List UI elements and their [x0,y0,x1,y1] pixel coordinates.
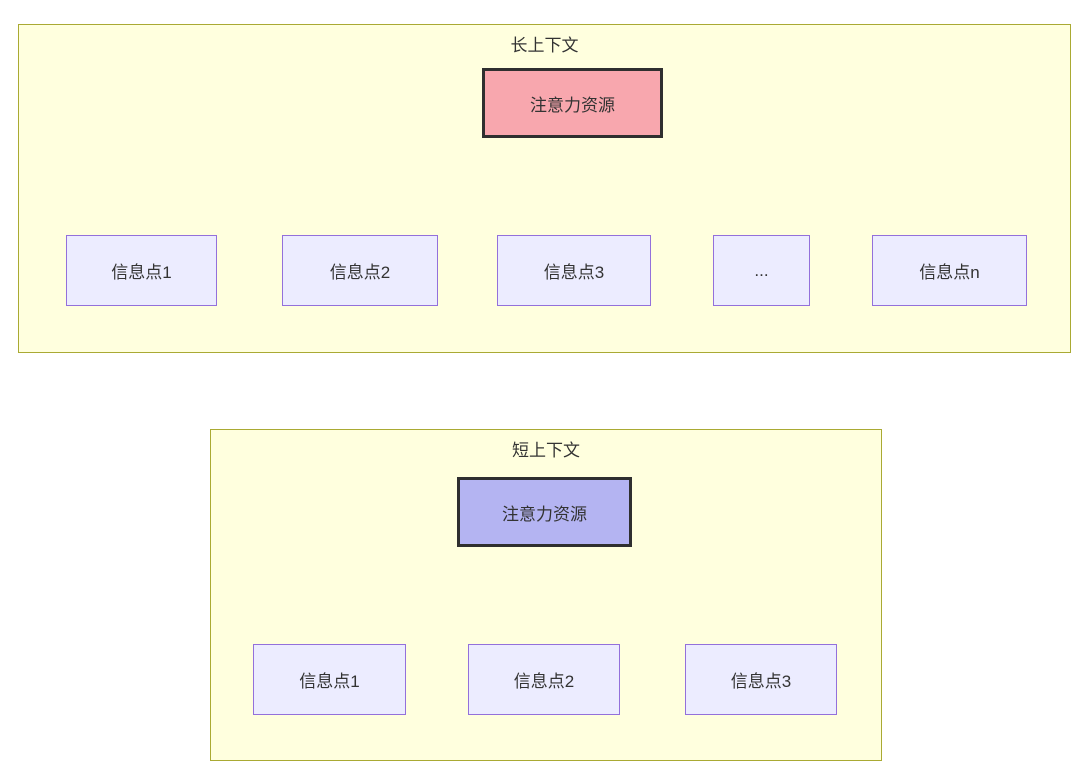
short-context-title: 短上下文 [512,441,580,460]
long-info-node-2: 信息点2 [282,235,438,306]
long-info-node-dots: ... [713,235,810,306]
short-info-node-3: 信息点3 [685,644,837,715]
long-info-node-3: 信息点3 [497,235,651,306]
short-info-node-2: 信息点2 [468,644,620,715]
short-attention-node: 注意力资源 [457,477,632,547]
long-context-title: 长上下文 [510,36,579,55]
long-attention-node: 注意力资源 [482,68,663,138]
long-info-node-1: 信息点1 [66,235,217,306]
short-info-node-1: 信息点1 [253,644,406,715]
long-info-node-n: 信息点n [872,235,1027,306]
